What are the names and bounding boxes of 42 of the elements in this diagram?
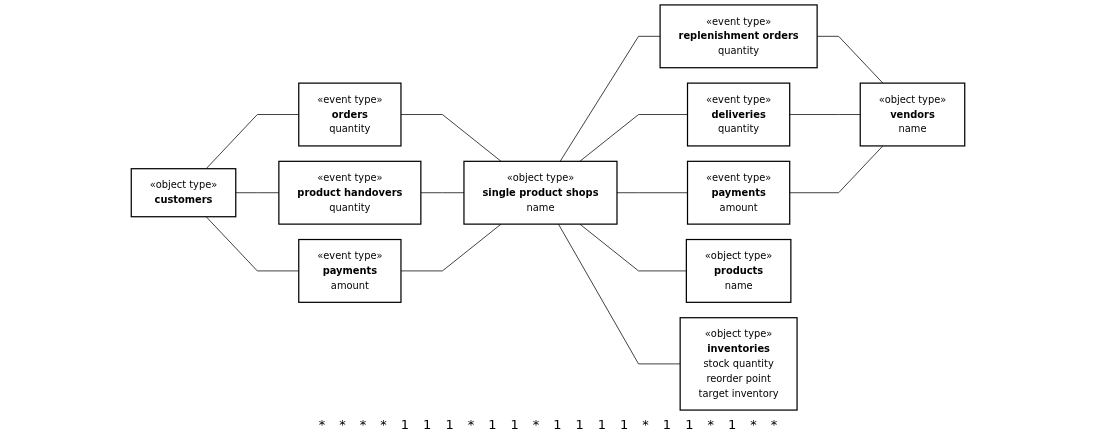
multiplicity-label: 1 [596, 417, 608, 432]
multiplicity-label: 1 [552, 417, 563, 432]
multiplicity-label: * [749, 417, 758, 432]
multiplicity-label: * [358, 417, 368, 432]
node-box: «event type» product handovers quantity [278, 160, 422, 225]
node-box: «event type» deliveries quantity [686, 82, 791, 147]
node-box: «object type» inventories stock quantity reorder point target inventory [679, 317, 798, 411]
multiplicity-label: 1 [619, 417, 630, 432]
multiplicity-label: * [531, 417, 541, 432]
connector [400, 223, 502, 272]
connector [789, 114, 861, 115]
multiplicity-label: * [641, 417, 650, 432]
multiplicity-label: 1 [661, 417, 673, 432]
node-box: «object type» customers [130, 168, 237, 218]
multiplicity-label: 1 [422, 417, 433, 432]
multiplicity-label: 1 [509, 417, 520, 432]
connector [559, 35, 661, 162]
connector [579, 114, 688, 162]
multiplicity-label: * [466, 417, 476, 432]
node-box: «object type» single product shops name [463, 160, 618, 225]
multiplicity-label: * [769, 417, 779, 432]
multiplicity-label: 1 [726, 417, 738, 432]
node-box: «object type» vendors name [859, 82, 966, 147]
multiplicity-label: 1 [574, 417, 585, 432]
multiplicity-label: * [706, 417, 715, 432]
multiplicity-label: 1 [684, 417, 695, 432]
connector [789, 145, 884, 194]
multiplicity-label: 1 [487, 417, 498, 432]
node-box: «event type» orders quantity [298, 82, 402, 147]
multiplicity-label: 1 [444, 417, 455, 432]
node-box: «event type» payments amount [686, 160, 791, 225]
multiplicity-label: 1 [399, 417, 411, 432]
connector [558, 223, 681, 365]
node-box: «event type» payments amount [298, 238, 402, 303]
multiplicity-label: * [379, 417, 388, 432]
connector [400, 114, 502, 162]
connector [579, 223, 687, 272]
multiplicity-label: * [338, 417, 347, 432]
connector [616, 192, 688, 194]
node-box: «object type» products name [685, 238, 792, 303]
multiplicity-label: * [317, 417, 327, 432]
node-box: «event type» replenishment orders quantity [659, 4, 818, 69]
